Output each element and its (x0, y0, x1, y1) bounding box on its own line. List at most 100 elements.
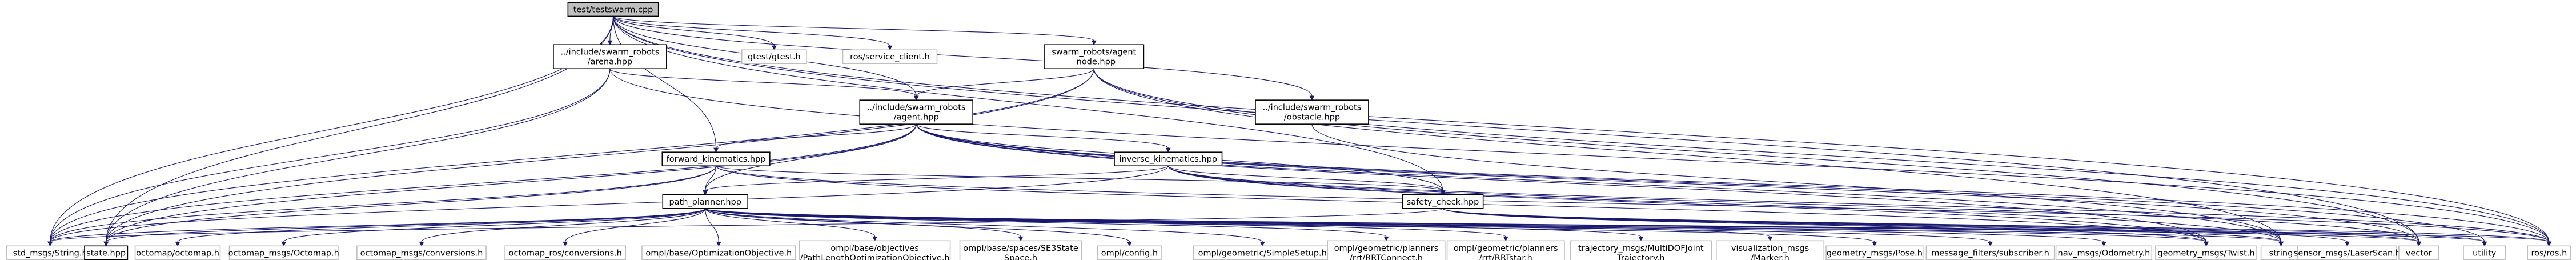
edge-line (705, 208, 876, 237)
node-label: geometry_msgs/Pose.h (1827, 249, 1923, 258)
edge-agent-node-to-agent (913, 68, 1094, 101)
node-box (1715, 240, 1825, 260)
node-ros[interactable]: ros/ros.h (2527, 245, 2571, 260)
node-label: /Marker.h (1751, 254, 1789, 260)
node-box (1327, 240, 1446, 260)
edge-arrowhead (2278, 241, 2284, 247)
node-geom-pose[interactable]: geometry_msgs/Pose.h (1825, 245, 1924, 260)
node-box (1570, 240, 1712, 260)
node-nav-msgs[interactable]: nav_msgs/Odometry.h (2055, 245, 2153, 260)
edge-arrowhead (1503, 236, 1508, 242)
node-ompl-rrtstar[interactable]: ompl/geometric/planners/rrt/RRTstar.h (1446, 240, 1565, 260)
node-label: ros/ros.h (2531, 249, 2567, 258)
node-label: ompl/geometric/SimpleSetup.h (1198, 249, 1327, 258)
node-msg-filters[interactable]: message_filters/subscriber.h (1925, 245, 2055, 260)
edge-root-to-std-msgs-string (47, 16, 614, 247)
node-box (356, 245, 487, 260)
edge-line (916, 124, 2485, 242)
node-state[interactable]: state.hpp (84, 245, 129, 260)
node-label: /PathLengthOptimizationObjective.h (800, 254, 950, 260)
node-box (1402, 194, 1484, 209)
node-gtest[interactable]: gtest/gtest.h (741, 49, 807, 65)
node-safety-check[interactable]: safety_check.hpp (1402, 194, 1484, 209)
node-label: /agent.hpp (894, 113, 939, 122)
node-octomap-msgs-conversions[interactable]: octomap_msgs/conversions.h (356, 245, 487, 260)
edge-arrowhead (887, 45, 893, 51)
edge-arrowhead (2101, 241, 2106, 247)
node-inverse-kinematics[interactable]: inverse_kinematics.hpp (1114, 151, 1223, 167)
edge-arrowhead (716, 241, 721, 247)
node-path-planner[interactable]: path_planner.hpp (662, 194, 748, 209)
node-octomap-ros-conversions[interactable]: octomap_ros/conversions.h (504, 245, 627, 260)
edge-line (705, 208, 1387, 237)
edge-arrowhead (2416, 241, 2422, 247)
node-box (2463, 245, 2506, 260)
edge-line (612, 16, 775, 46)
node-ompl-opt-objective[interactable]: ompl/base/OptimizationObjective.h (641, 245, 796, 260)
edge-line (705, 208, 1130, 242)
node-octomap[interactable]: octomap/octomap.h (134, 245, 221, 260)
edge-arrowhead (2546, 241, 2552, 247)
edge-root-to-agent-node (612, 15, 1097, 46)
node-std-msgs-string[interactable]: std_msgs/String.h (6, 245, 94, 260)
edge-line (106, 166, 717, 242)
edge-arrowhead (2482, 241, 2487, 247)
node-utility[interactable]: utility (2463, 245, 2506, 260)
node-string[interactable]: string (2260, 245, 2302, 260)
node-box (134, 245, 221, 260)
node-label: ompl/geometric/planners (1454, 244, 1558, 253)
node-agent-node[interactable]: swarm_robots/agent_node.hpp (1044, 44, 1145, 70)
edge-line (705, 166, 717, 191)
node-geom-twist[interactable]: geometry_msgs/Twist.h (2155, 245, 2257, 260)
node-label: ../include/swarm_robots (1263, 103, 1362, 113)
edge-line (612, 16, 2550, 242)
edge-arrowhead (1872, 241, 1877, 247)
edge-path-planner-to-ompl-opt-objective (705, 208, 721, 247)
edge-line (1093, 69, 2282, 242)
node-vis-msgs[interactable]: visualization_msgs/Marker.h (1715, 240, 1825, 260)
node-box (799, 240, 951, 260)
node-label: octomap_msgs/Octomap.h (228, 249, 339, 258)
edge-path-planner-to-ompl-simplesetup (705, 208, 1265, 247)
edge-line (916, 124, 2550, 242)
node-laserscan[interactable]: sensor_msgs/LaserScan.h (2294, 245, 2401, 260)
node-label: ../include/swarm_robots (561, 48, 660, 57)
edge-line (612, 16, 2419, 242)
edge-line (50, 69, 611, 242)
edge-path-planner-to-octomap-msgs-octomap (281, 208, 706, 247)
node-arena[interactable]: ../include/swarm_robots/arena.hpp (553, 44, 667, 70)
node-box (1044, 44, 1145, 70)
node-box (2297, 245, 2397, 260)
node-ompl-config[interactable]: ompl/config.h (1097, 245, 1162, 260)
node-label: _node.hpp (1072, 58, 1116, 67)
node-vector[interactable]: vector (2398, 245, 2439, 260)
node-obstacle[interactable]: ../include/swarm_robots/obstacle.hpp (1255, 99, 1369, 125)
node-box (504, 245, 627, 260)
node-label: trajectory_msgs/MultiDOFJoint (1578, 244, 1704, 253)
node-label: nav_msgs/Odometry.h (2058, 249, 2150, 258)
node-ompl-rrtconnect[interactable]: ompl/geometric/planners/rrt/RRTConnect.h (1327, 240, 1446, 260)
node-service-client[interactable]: ros/service_client.h (842, 49, 938, 65)
edge-line (705, 208, 2550, 242)
node-label: ompl/base/spaces/SE3State (963, 244, 1078, 253)
edge-line (609, 68, 917, 97)
edge-line (565, 208, 706, 242)
edge-root-to-gtest (612, 16, 777, 51)
node-octomap-msgs-octomap[interactable]: octomap_msgs/Octomap.h (228, 245, 339, 260)
edge-root-to-service-client (612, 15, 893, 51)
edge-arrowhead (913, 95, 919, 101)
edge-path-planner-to-octomap-msgs-conversions (419, 208, 706, 247)
edge-line (177, 208, 706, 242)
node-ompl-simplesetup[interactable]: ompl/geometric/SimpleSetup.h (1193, 245, 1332, 260)
node-label: inverse_kinematics.hpp (1120, 155, 1217, 164)
edge-line (705, 208, 719, 242)
node-ompl-pathlength[interactable]: ompl/base/objectives/PathLengthOptimizat… (799, 240, 951, 260)
edge-arrowhead (1259, 241, 1265, 247)
node-forward-kinematics[interactable]: forward_kinematics.hpp (661, 151, 771, 167)
edge-arrowhead (103, 241, 109, 247)
node-agent[interactable]: ../include/swarm_robots/agent.hpp (859, 99, 973, 125)
node-traj-msgs[interactable]: trajectory_msgs/MultiDOFJointTrajectory.… (1570, 240, 1712, 260)
edge-arrowhead (1767, 236, 1773, 242)
node-box (2155, 245, 2257, 260)
